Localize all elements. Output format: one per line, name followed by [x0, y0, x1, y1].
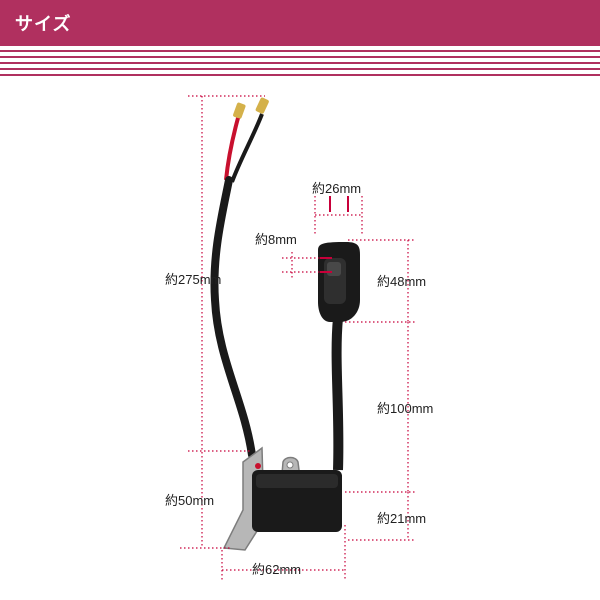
plug-hole [327, 262, 341, 276]
dim-label-plug-cap-width: 約26mm [312, 181, 362, 196]
terminal-left [233, 102, 246, 119]
dimension-markers [320, 196, 349, 273]
section-title: サイズ [15, 14, 72, 35]
bracket-hole [286, 461, 294, 469]
terminal-right [255, 97, 269, 114]
red-wire [224, 117, 240, 181]
dim-label-coil-lower-height: 約50mm [165, 493, 215, 508]
black-wire-top [230, 113, 264, 183]
header-stripes [0, 46, 600, 78]
red-indicator [255, 463, 261, 469]
dim-label-hv-lead-length: 約100mm [377, 401, 434, 416]
dim-label-coil-base-height: 約21mm [377, 511, 427, 526]
dimension-lines [180, 95, 416, 580]
coil-body-top [256, 474, 338, 488]
hv-lead [331, 317, 344, 471]
section-header: サイズ [0, 0, 600, 46]
ignition-coil-photo [210, 97, 360, 551]
primary-cable [210, 176, 256, 459]
dim-label-coil-width: 約62mm [252, 562, 302, 577]
dim-label-plug-hole: 約8mm [255, 232, 297, 247]
dim-label-total-cable-length: 約275mm [165, 272, 222, 287]
dim-label-plug-cap-height: 約48mm [377, 274, 427, 289]
